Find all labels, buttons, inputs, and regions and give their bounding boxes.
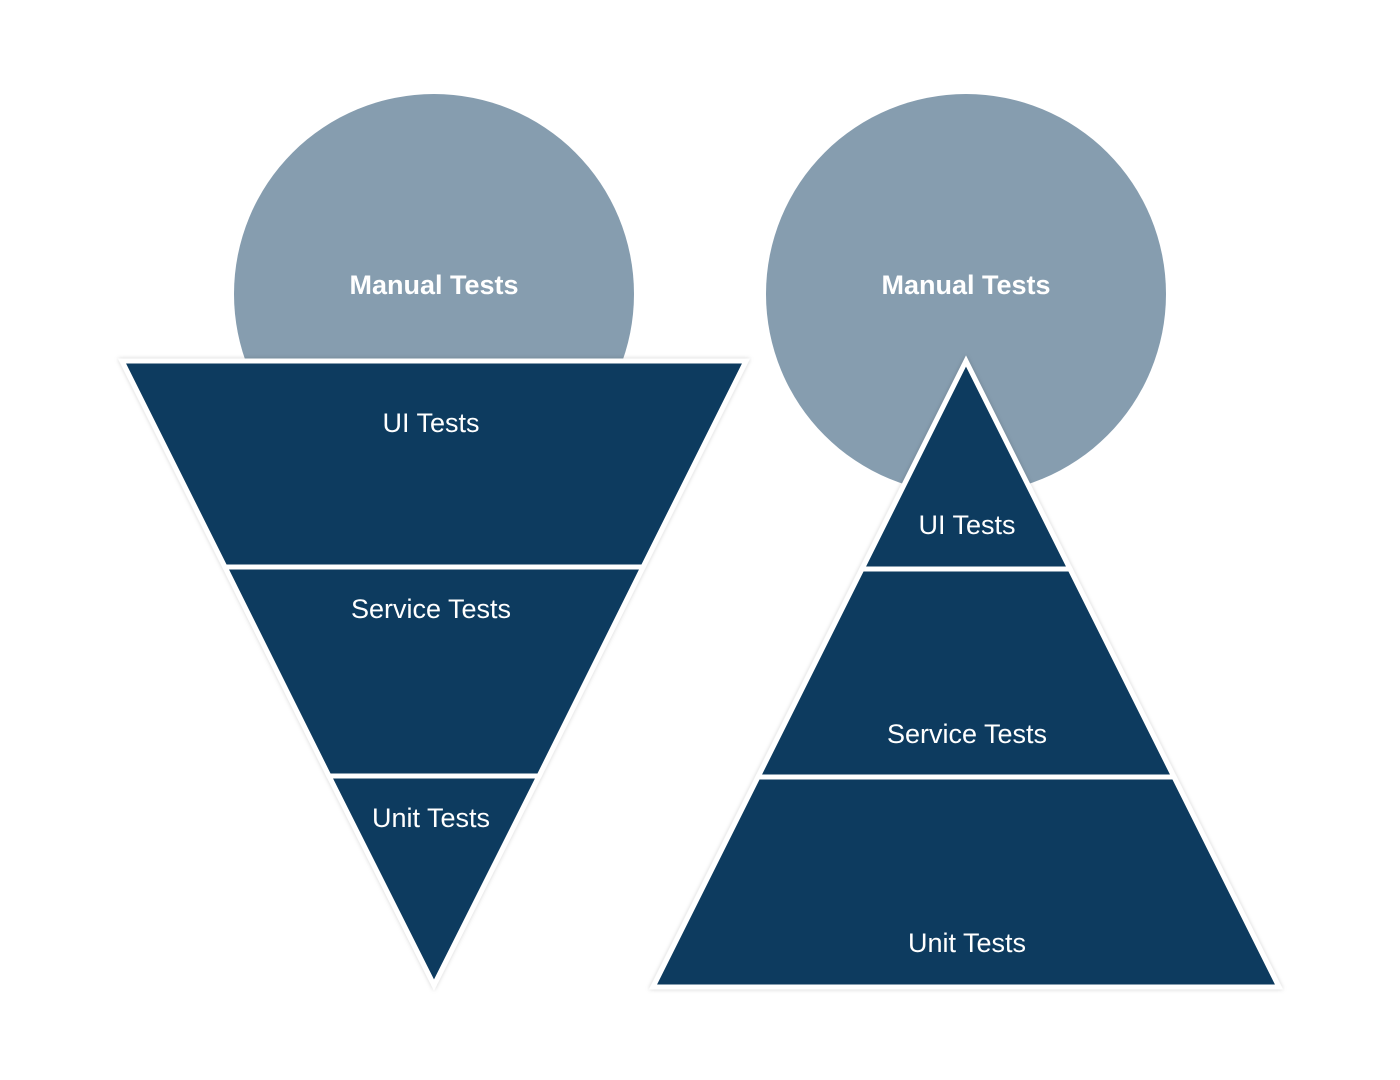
manual-tests-label-left: Manual Tests: [349, 270, 518, 300]
ui-tests-label-right: UI Tests: [918, 510, 1015, 540]
service-tests-label-left: Service Tests: [351, 594, 511, 624]
pyramid-diagram: Manual Tests UI Tests Service Tests Unit…: [648, 94, 1284, 990]
unit-tests-layer-right: [648, 774, 1284, 990]
unit-tests-label-right: Unit Tests: [908, 928, 1026, 958]
unit-tests-label-left: Unit Tests: [372, 803, 490, 833]
inverted-pyramid-diagram: Manual Tests UI Tests Service Tests Unit…: [117, 94, 751, 991]
ui-tests-label-left: UI Tests: [382, 408, 479, 438]
ui-tests-layer-left: [117, 358, 751, 570]
service-tests-label-right: Service Tests: [887, 719, 1047, 749]
manual-tests-circle-right: [766, 94, 1166, 494]
manual-tests-label-right: Manual Tests: [881, 270, 1050, 300]
unit-tests-layer-left: [324, 773, 544, 991]
